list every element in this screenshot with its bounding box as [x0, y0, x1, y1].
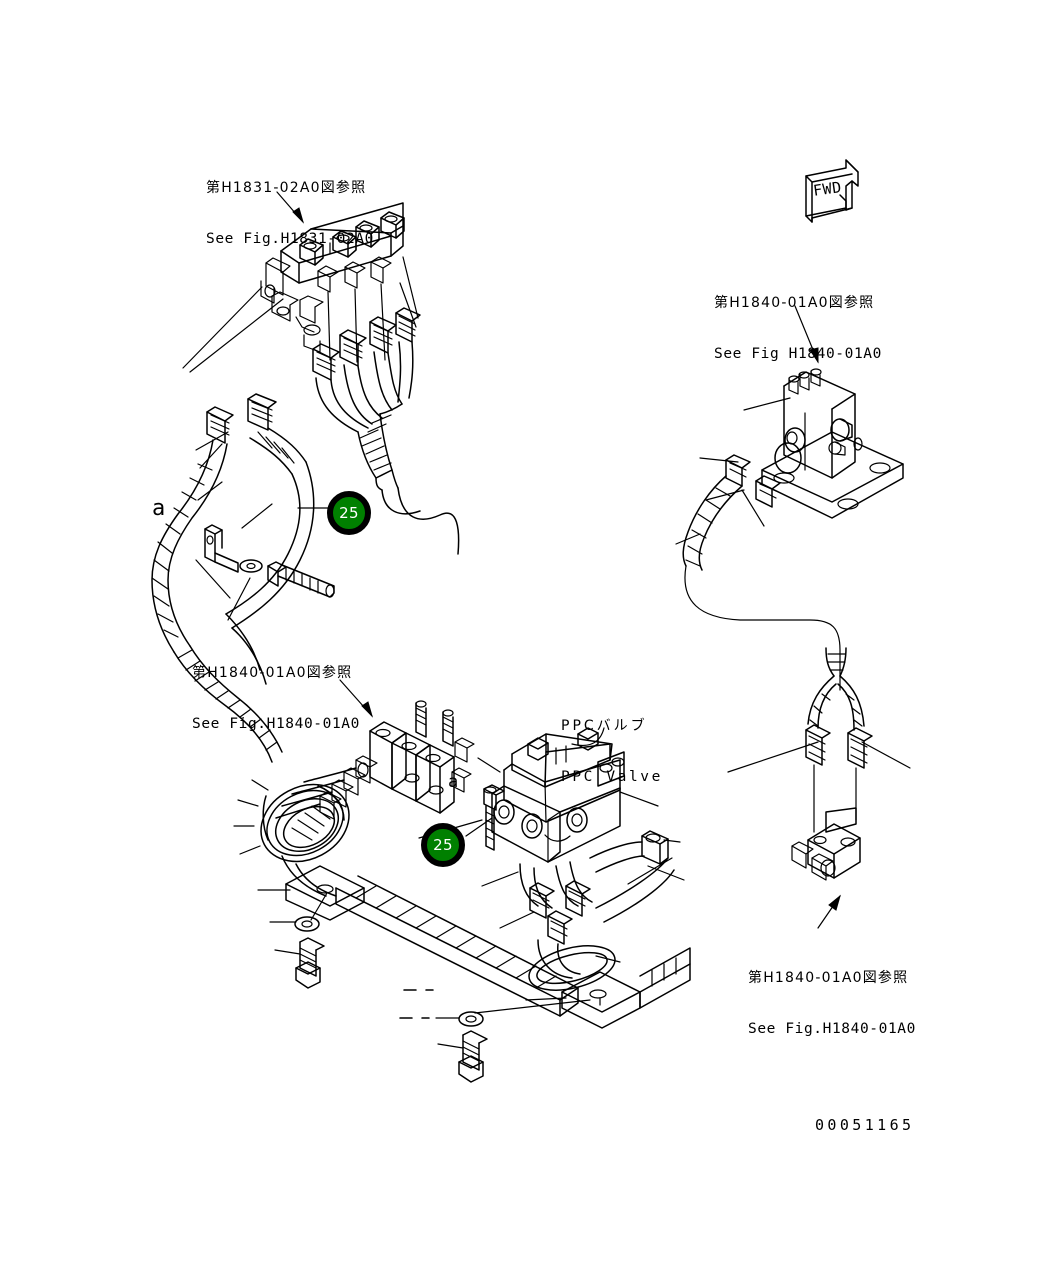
manifold-port-boss	[299, 238, 324, 266]
detail-letter-a-center-text: a	[448, 772, 459, 792]
ppc-valve-assembly	[465, 727, 685, 991]
reference-h1831-02a0-jp: 第H1831-02A0図参照	[206, 180, 367, 196]
drawing-number: 00051165	[815, 1116, 914, 1134]
reference-h1840-01a0-top-right-en: See Fig H1840-01A0	[714, 346, 882, 362]
hose-fitting	[547, 910, 573, 945]
hose-fitting	[395, 307, 421, 343]
detail-letter-a-left-text: a	[152, 496, 166, 521]
reference-h1840-01a0-left: 第H1840-01A0図参照 See Fig.H1840-01A0	[192, 631, 360, 767]
reference-h1840-01a0-left-jp: 第H1840-01A0図参照	[192, 665, 353, 681]
reference-h1840-01a0-left-en: See Fig.H1840-01A0	[192, 716, 360, 732]
hose-fitting	[312, 343, 340, 381]
left-hose-pair	[151, 393, 335, 763]
upper-hose-bundle	[312, 307, 460, 555]
reference-h1840-01a0-top-right-jp: 第H1840-01A0図参照	[714, 295, 875, 311]
ppc-valve-port	[566, 807, 588, 833]
reference-h1840-01a0-top-right: 第H1840-01A0図参照 See Fig H1840-01A0	[714, 261, 882, 397]
reference-h1831-02a0: 第H1831-02A0図参照 See Fig.H1831-02A0	[206, 146, 374, 282]
upper-valve-manifold	[182, 191, 419, 373]
mounting-bolt	[267, 561, 335, 598]
hose-fitting	[565, 880, 591, 917]
reference-h1840-01a0-bottom-right-jp: 第H1840-01A0図参照	[748, 970, 909, 986]
hose-fitting	[529, 882, 555, 919]
hose-fitting	[805, 724, 831, 766]
bottom-right-hose-block	[727, 647, 911, 929]
ppc-valve-port	[493, 799, 515, 825]
manifold-port-boss	[332, 230, 357, 258]
reference-h1840-01a0-bottom-right: 第H1840-01A0図参照 See Fig.H1840-01A0	[748, 936, 916, 1072]
drawing-number-text: 00051165	[815, 1116, 915, 1134]
center-distribution-manifold	[275, 679, 505, 851]
hose-fitting	[247, 393, 277, 431]
label-ppc-valve-jp: PPCバルブ	[561, 718, 648, 734]
manifold-fitting-row	[451, 737, 475, 793]
washer	[458, 1011, 484, 1027]
detail-letter-a-center: a	[448, 772, 458, 792]
hose-fitting	[641, 830, 669, 865]
mounting-bolt-center	[483, 784, 505, 851]
hose-fitting	[755, 475, 781, 508]
reference-h1840-01a0-bottom-right-en: See Fig.H1840-01A0	[748, 1021, 916, 1037]
manifold-port-boss	[355, 220, 380, 248]
manifold-port-boss	[380, 211, 405, 239]
mounting-bolt	[274, 937, 325, 989]
hose-fitting	[847, 727, 873, 769]
washer	[294, 916, 320, 932]
detail-letter-a-left: a	[152, 496, 165, 521]
hose-fitting	[725, 454, 751, 487]
right-solenoid-valve	[675, 305, 904, 691]
hose-fitting	[339, 329, 367, 367]
callout-25-upper-text: 25	[339, 503, 359, 522]
fwd-arrow-sign-icon	[805, 159, 859, 223]
oval-hose-clamp	[233, 779, 350, 897]
label-ppc-valve: PPCバルブ PPC Valve	[561, 684, 663, 820]
hose-clamp-bracket	[204, 524, 239, 573]
mounting-bolt	[437, 1030, 488, 1083]
hex-bolt	[527, 737, 549, 761]
hose-fitting	[206, 406, 234, 444]
callout-25-lower[interactable]: 25	[421, 823, 465, 867]
label-ppc-valve-en: PPC Valve	[561, 769, 663, 785]
hex-bolt	[577, 727, 599, 751]
bottom-hose-rail	[257, 865, 691, 1083]
reference-h1831-02a0-en: See Fig.H1831-02A0	[206, 231, 374, 247]
callout-25-upper[interactable]: 25	[327, 491, 371, 535]
ppc-valve-port	[521, 813, 543, 839]
callout-25-lower-text: 25	[433, 835, 453, 854]
washer	[239, 559, 263, 573]
